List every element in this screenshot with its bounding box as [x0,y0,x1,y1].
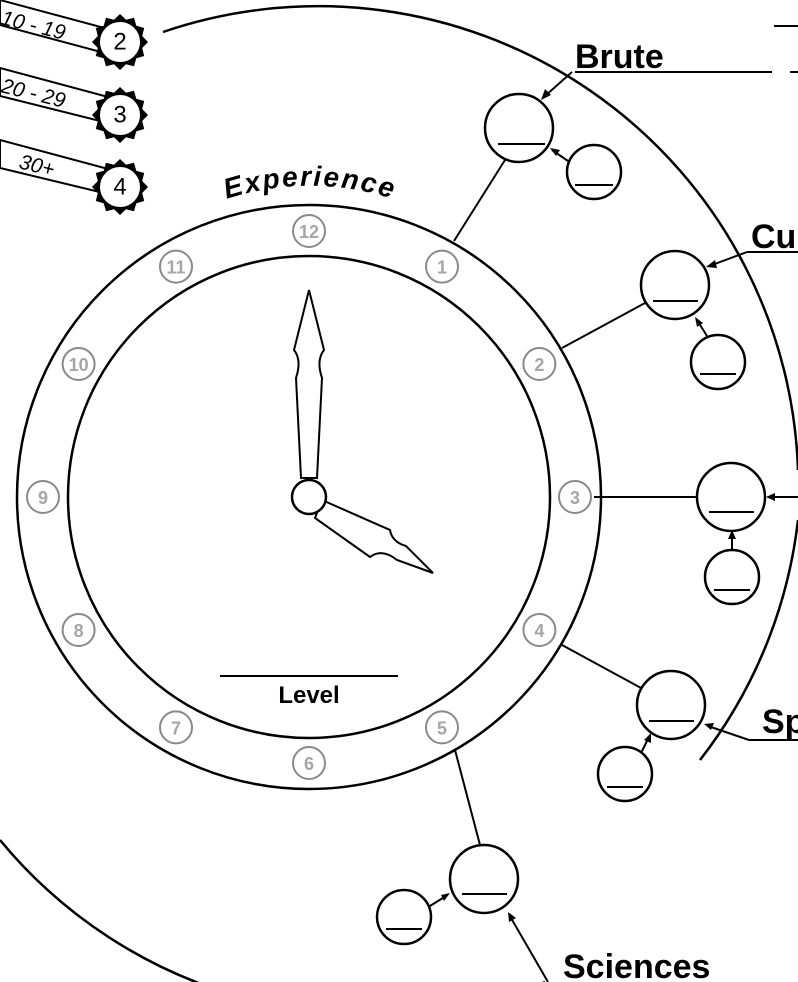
hour-label-8: 8 [74,621,84,641]
mid-sub-circle[interactable] [705,550,759,604]
attr-label-sp: Sp [762,703,798,741]
age-range-1: 10 - 19 [0,7,68,45]
hour-label-3: 3 [570,488,580,508]
age-modifier-3: 4 [113,174,126,201]
outer-ring [163,6,798,470]
level-label: Level [278,682,339,709]
clock-hands [292,290,433,573]
outer-ring-lower [0,840,545,982]
sciences-score-circle[interactable] [450,845,518,913]
attr-label-brute: Brute [575,38,664,76]
age-modifier-2: 3 [113,102,126,129]
hour-label-5: 5 [437,718,447,738]
hour-hand [315,500,433,573]
hour-label-11: 11 [166,258,185,278]
age-range-3: 30+ [17,151,57,182]
cur-sub-circle[interactable] [691,335,745,389]
sp-sub-circle[interactable] [598,747,652,801]
hour-label-2: 2 [534,355,544,375]
minute-hand [294,290,324,478]
brute-sub-circle[interactable] [567,145,621,199]
age-range-2: 20 - 29 [0,74,68,112]
hour-label-4: 4 [534,621,544,641]
hour-label-12: 12 [299,222,319,242]
sciences-sub-circle[interactable] [377,890,431,944]
hour-label-7: 7 [171,718,181,738]
hour-label-6: 6 [304,754,314,774]
brute-score-circle[interactable] [485,94,553,162]
attr-label-sciences: Sciences [563,948,710,982]
hour-label-9: 9 [38,488,48,508]
attr-label-cur: Cur [751,218,798,256]
sp-score-circle[interactable] [637,671,705,739]
clock-hub [292,480,326,514]
age-modifier-1: 2 [113,29,126,56]
mid-score-circle[interactable] [697,463,765,531]
cur-score-circle[interactable] [641,251,709,319]
hour-label-10: 10 [69,355,89,375]
experience-title: Experience [220,161,401,205]
hour-label-1: 1 [437,258,447,278]
